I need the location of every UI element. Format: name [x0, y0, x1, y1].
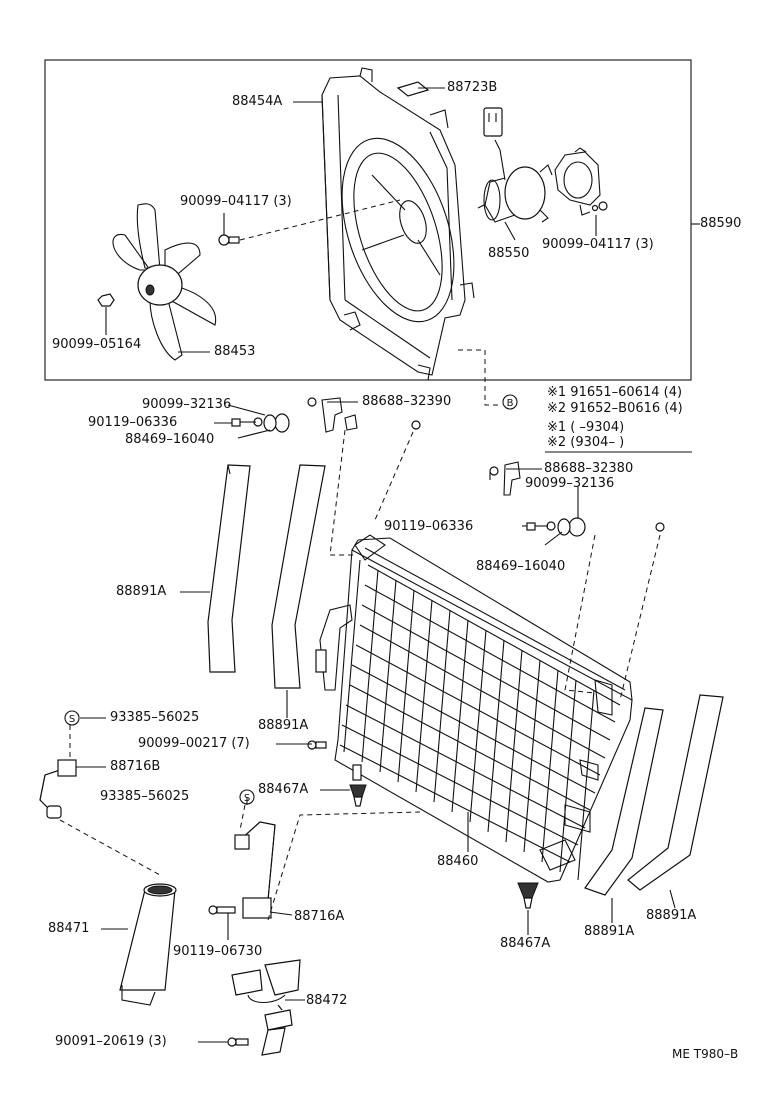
label-90099-32136-right: 90099–32136 — [525, 476, 615, 491]
label-88723B: 88723B — [447, 80, 498, 95]
label-93385-56025-lower: 93385–56025 — [100, 789, 190, 804]
label-90119-06336-right: 90119–06336 — [384, 519, 474, 534]
label-88472: 88472 — [306, 993, 348, 1008]
receiver-drier — [119, 883, 177, 1006]
fan-motor — [477, 107, 553, 223]
seal-left-1 — [207, 464, 251, 673]
note-range-line2: ※2 (9304– ) — [547, 435, 625, 450]
drier-bracket — [231, 959, 301, 1056]
diagram-reference-code: ME T980–B — [672, 1047, 739, 1061]
label-90091-20619: 90091–20619 (3) — [55, 1034, 167, 1049]
label-90099-04117-right: 90099–04117 (3) — [542, 237, 654, 252]
callout-s1-letter: S — [69, 714, 75, 725]
discharge-pipe-88716B — [39, 759, 77, 819]
label-88469-16040-right: 88469–16040 — [476, 559, 566, 574]
seal-right-1 — [584, 707, 664, 896]
note-b-line2: ※2 91652–B0616 (4) — [547, 401, 683, 416]
label-88469-16040-left: 88469–16040 — [125, 432, 215, 447]
label-88454A: 88454A — [232, 94, 283, 109]
callout-s2: S — [239, 789, 255, 805]
bolt-set-left — [231, 413, 290, 433]
note-range-line1: ※1 ( –9304) — [547, 420, 625, 435]
callout-b: B — [502, 394, 518, 410]
label-plate — [396, 81, 430, 97]
label-90119-06336-left: 90119–06336 — [88, 415, 178, 430]
motor-bracket — [554, 147, 601, 216]
upper-bracket-right — [489, 461, 521, 496]
note-b-line1: ※1 91651–60614 (4) — [547, 385, 683, 400]
label-88891A-3: 88891A — [584, 924, 635, 939]
label-88891A-2: 88891A — [258, 718, 309, 733]
label-88467A-lower: 88467A — [500, 936, 551, 951]
label-93385-56025-upper: 93385–56025 — [110, 710, 200, 725]
label-88590: 88590 — [700, 216, 742, 231]
label-88688-32390: 88688–32390 — [362, 394, 452, 409]
bolt-set-right — [526, 517, 586, 537]
label-88460: 88460 — [437, 854, 479, 869]
callout-s1: S — [64, 710, 80, 726]
fan-shroud — [321, 67, 475, 381]
label-90099-32136-left: 90099–32136 — [142, 397, 232, 412]
seal-right-2 — [627, 694, 724, 891]
label-90099-04117-left: 90099–04117 (3) — [180, 194, 292, 209]
label-88891A-1: 88891A — [116, 584, 167, 599]
liquid-pipe-88716A — [234, 821, 276, 919]
label-90119-06730: 90119–06730 — [173, 944, 263, 959]
label-88467A-upper: 88467A — [258, 782, 309, 797]
callout-s2-letter: S — [244, 793, 250, 804]
label-90099-00217: 90099–00217 (7) — [138, 736, 250, 751]
callout-b-letter: B — [507, 398, 514, 409]
condenser-core — [315, 534, 633, 883]
label-88453: 88453 — [214, 344, 256, 359]
label-88688-32380: 88688–32380 — [544, 461, 634, 476]
mount-cushion-lower — [517, 882, 539, 909]
label-90099-05164: 90099–05164 — [52, 337, 142, 352]
fan-assembly-frame — [44, 59, 692, 381]
seal-left-2 — [271, 464, 326, 689]
upper-bracket-left — [307, 397, 358, 433]
label-88471: 88471 — [48, 921, 90, 936]
label-88716A: 88716A — [294, 909, 345, 924]
label-88716B: 88716B — [110, 759, 161, 774]
label-88550: 88550 — [488, 246, 530, 261]
mount-cushion-upper — [349, 764, 367, 807]
label-88891A-4: 88891A — [646, 908, 697, 923]
cooling-fan — [112, 203, 217, 361]
